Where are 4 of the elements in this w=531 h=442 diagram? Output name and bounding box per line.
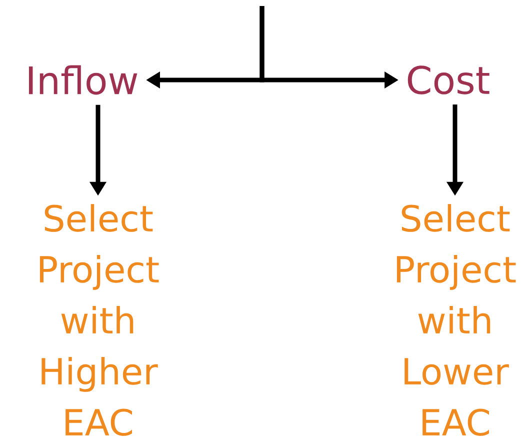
outcome-text: Select Project with Higher EAC [40,204,159,436]
outcome-text: Select Project with Lower EAC [396,204,516,436]
heading-text: Inflow [28,65,138,95]
heading-text: Cost [408,66,490,94]
